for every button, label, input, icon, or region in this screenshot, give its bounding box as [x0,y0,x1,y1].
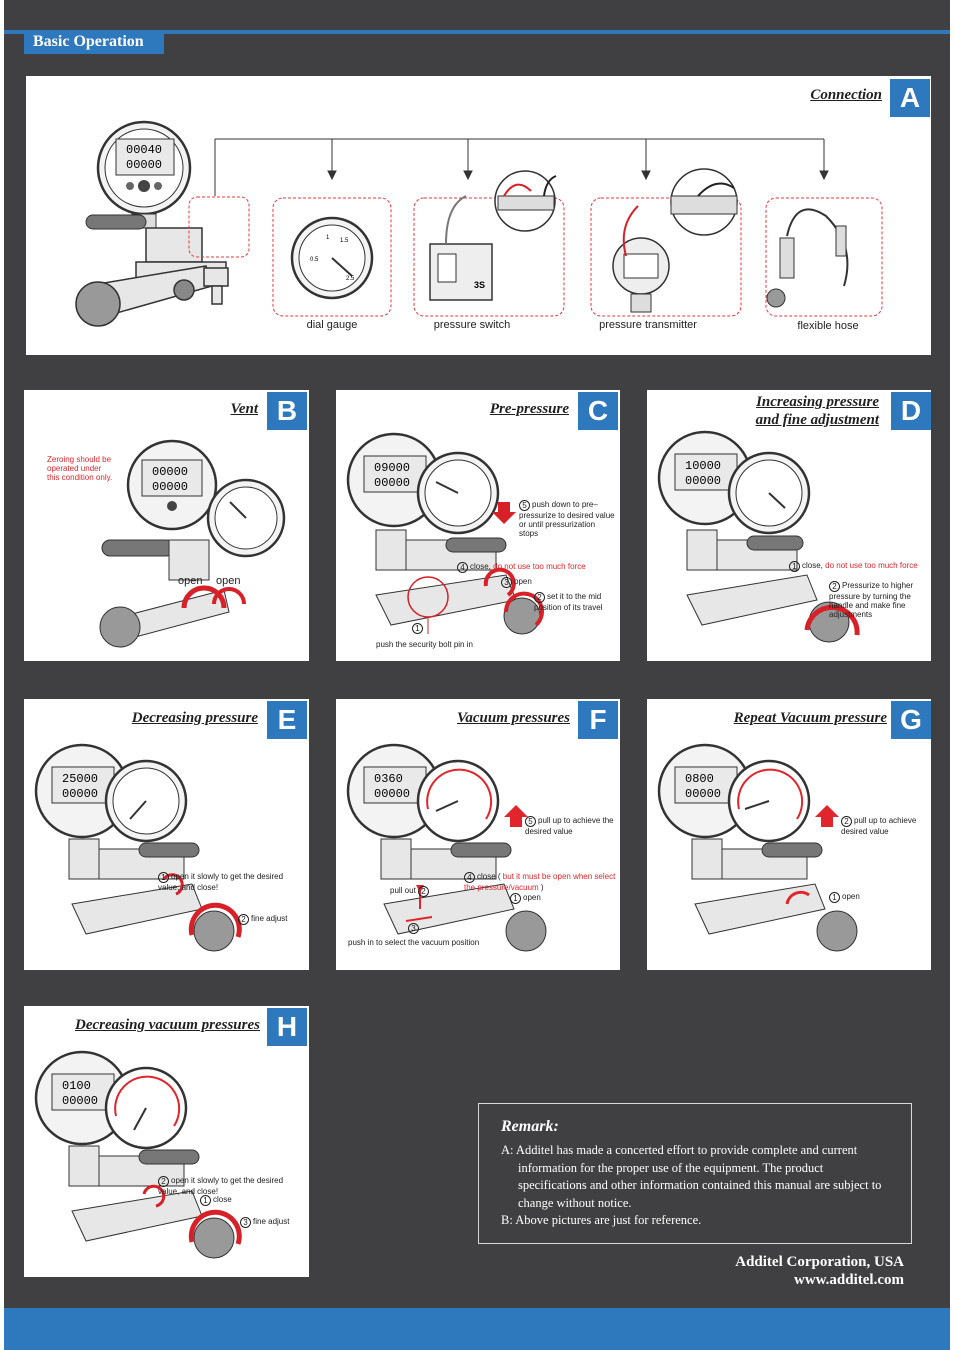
svg-text:00000: 00000 [685,474,721,488]
panel-letter-badge: C [578,392,618,430]
company-info: Additel Corporation, USA www.additel.com [604,1253,904,1289]
digital-gauge-icon: 00040 00000 [85,120,192,230]
repeat-vacuum-illustration: 0800 00000 [657,743,858,952]
increasing-pressure-illustration: 10000 00000 [657,430,860,643]
zeroing-warning: Zeroing should be operated under this co… [47,455,113,482]
lcd-readout-top: 00040 [126,143,162,157]
svg-text:00000: 00000 [126,158,162,172]
open-label-right: open [216,575,241,587]
panel-vent: Vent B Zeroing should be operated under … [24,390,309,661]
svg-text:2.5: 2.5 [346,276,355,282]
remark-title: Remark: [501,1118,559,1135]
panel-title: Connection [810,87,882,103]
step-3-note: push in to select the vacuum position [348,938,480,947]
svg-text:0360: 0360 [374,772,403,786]
bottom-accent-bar [4,1308,950,1350]
vacuum-pressures-illustration: 0360 00000 [346,743,547,952]
panel-letter-badge: D [891,392,931,430]
svg-text:1: 1 [326,235,330,241]
panel-title: Vent [230,401,258,417]
open-label-left: open [178,575,203,587]
step-2-note: pull out 2 [390,886,431,897]
decreasing-pressure-illustration: 25000 00000 [34,743,242,952]
svg-text:09000: 09000 [374,461,410,475]
pressure-switch-icon: 3S [429,170,557,301]
panel-decreasing-vacuum: Decreasing vacuum pressures H 0100 00000… [24,1006,309,1277]
pre-pressure-illustration: 09000 00000 [346,432,544,635]
remark-box: Remark: A: Additel has made a concerted … [478,1103,912,1244]
panel-letter-badge: H [267,1008,307,1046]
svg-text:1.5: 1.5 [340,238,349,244]
section-title: Basic Operation [24,30,164,54]
panel-letter-badge: E [267,701,307,739]
remark-item-a: A: Additel has made a concerted effort t… [501,1143,882,1210]
flexible-hose-icon [766,208,849,308]
panel-letter-badge: F [578,701,618,739]
svg-text:00000: 00000 [374,787,410,801]
panel-connection: Connection A 00040 00000 [26,76,931,355]
svg-text:0800: 0800 [685,772,714,786]
step-1-note: push the security bolt pin in [376,640,473,649]
connection-illustration: 00040 00000 [75,120,883,327]
panel-letter-badge: B [267,392,307,430]
svg-text:0.5: 0.5 [310,257,319,263]
svg-text:00000: 00000 [152,465,188,479]
decreasing-vacuum-illustration: 0100 00000 [34,1050,242,1259]
panel-title: Decreasing vacuum pressures [74,1017,260,1033]
svg-text:00000: 00000 [152,480,188,494]
panel-title: Pre-pressure [489,401,569,417]
svg-text:10000: 10000 [685,459,721,473]
caption-pressure-transmitter: pressure transmitter [599,319,697,331]
company-url[interactable]: www.additel.com [794,1272,904,1288]
step-1-marker: 1 [412,623,425,634]
svg-text:00000: 00000 [685,787,721,801]
manual-page: Basic Operation Connection A 00040 00000 [4,0,950,1350]
svg-text:00000: 00000 [62,1094,98,1108]
panel-letter-badge: A [890,79,930,117]
panel-title: Decreasing pressure [131,710,258,726]
step-3-marker: 3 [408,923,421,934]
svg-text:0100: 0100 [62,1079,91,1093]
caption-dial-gauge: dial gauge [306,319,358,331]
dial-gauge-icon: 0.5 1 1.5 2.5 [290,216,374,300]
vent-illustration: 00000 00000 [99,439,286,648]
panel-letter-badge: G [891,701,931,739]
svg-text:3S: 3S [474,280,485,290]
panel-title: Vacuum pressures [457,710,570,726]
svg-text:25000: 25000 [62,772,98,786]
company-name: Additel Corporation, USA [735,1254,904,1270]
caption-pressure-switch: pressure switch [433,319,511,331]
panel-title-line2: and fine adjustment [755,412,879,428]
remark-item-b: B: Above pictures are just for reference… [501,1213,702,1227]
svg-text:00000: 00000 [374,476,410,490]
panel-title-line1: Increasing pressure [756,394,879,410]
panel-title: Repeat Vacuum pressure [733,710,887,726]
top-accent-bar [4,30,950,34]
caption-flexible-hose: flexible hose [797,320,859,332]
pressure-transmitter-icon [612,168,738,313]
svg-text:00000: 00000 [62,787,98,801]
panel-increasing-pressure: Increasing pressure and fine adjustment … [647,390,931,661]
